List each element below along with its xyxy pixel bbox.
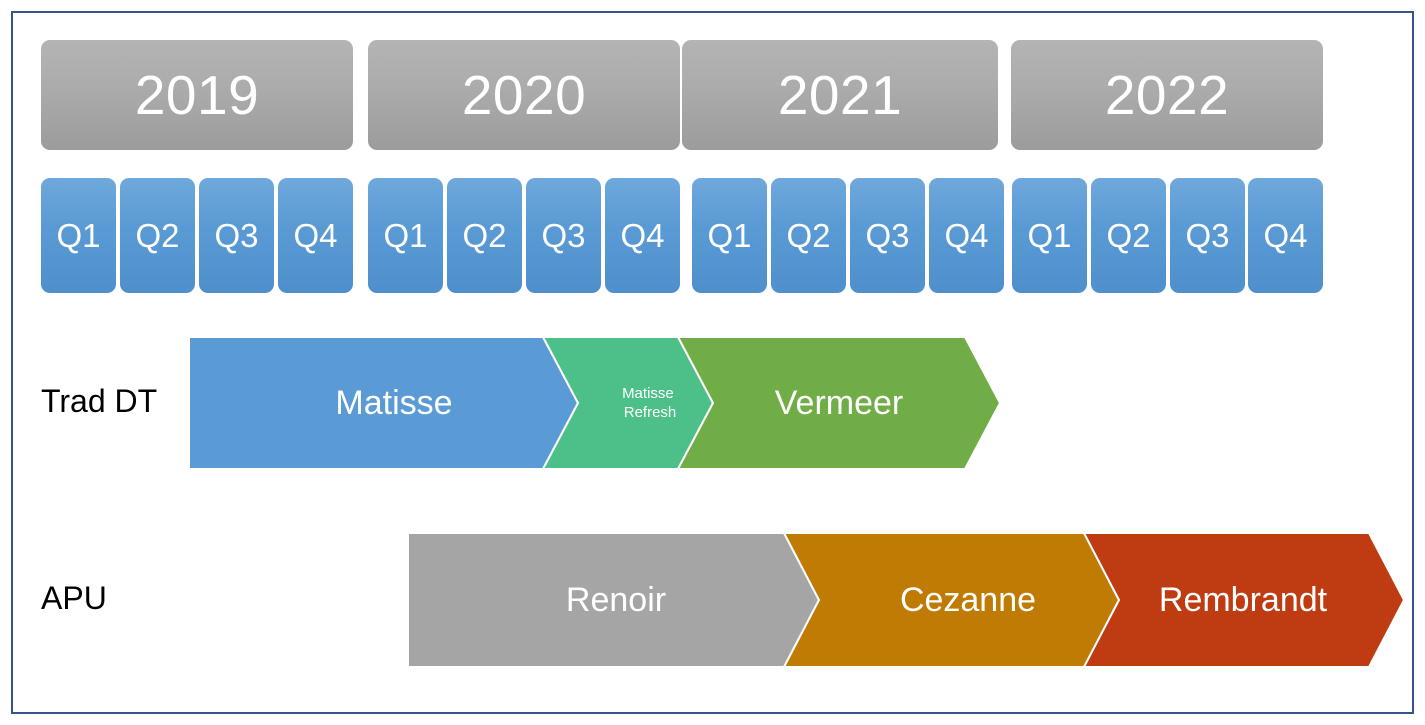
lane-label-trad-dt: Trad DT — [41, 383, 158, 419]
quarter-label: Q1 — [56, 217, 101, 254]
chevron-label-vermeer: Vermeer — [775, 384, 904, 422]
quarter-label: Q3 — [865, 217, 910, 254]
year-label: 2022 — [1104, 63, 1230, 126]
chevron-label-line-2: Refresh — [624, 404, 677, 421]
quarter-box-2021-q4[interactable]: Q4 — [929, 178, 1004, 293]
year-label: 2021 — [777, 63, 903, 126]
chevron-cezanne[interactable] — [782, 533, 1121, 667]
chevron-label-matisse-refresh: Matisse Refresh — [622, 385, 678, 421]
lane-apu: Renoir Cezanne Rembrandt — [408, 533, 1405, 667]
quarter-box-2021-q1[interactable]: Q1 — [692, 178, 767, 293]
chevron-matisse-refresh[interactable] — [541, 337, 715, 469]
quarter-box-2021-q2[interactable]: Q2 — [771, 178, 846, 293]
quarter-label: Q4 — [620, 217, 665, 254]
quarter-box-2022-q3[interactable]: Q3 — [1170, 178, 1245, 293]
quarter-box-2019-q2[interactable]: Q2 — [120, 178, 195, 293]
year-header-row: 2019 2020 2021 2022 — [41, 40, 1323, 150]
quarter-box-2022-q4[interactable]: Q4 — [1248, 178, 1323, 293]
quarter-label: Q4 — [293, 217, 338, 254]
quarter-box-2022-q1[interactable]: Q1 — [1012, 178, 1087, 293]
quarter-label: Q1 — [383, 217, 428, 254]
chevron-vermeer[interactable] — [676, 337, 1001, 469]
quarter-label: Q2 — [135, 217, 180, 254]
year-box-2022[interactable]: 2022 — [1011, 40, 1323, 150]
chevron-label-matisse: Matisse — [335, 384, 452, 422]
quarter-label: Q2 — [1106, 217, 1151, 254]
quarter-label: Q3 — [1185, 217, 1230, 254]
quarter-label: Q3 — [541, 217, 586, 254]
quarter-header-row: Q1 Q2 Q3 Q4 Q1 Q2 Q3 Q4 Q1 Q2 Q3 — [41, 178, 1323, 293]
chevron-rembrandt[interactable] — [1082, 533, 1405, 667]
lane-label-apu: APU — [41, 580, 107, 616]
quarter-box-2020-q3[interactable]: Q3 — [526, 178, 601, 293]
quarter-box-2022-q2[interactable]: Q2 — [1091, 178, 1166, 293]
chevron-label-rembrandt: Rembrandt — [1159, 581, 1328, 619]
quarter-label: Q1 — [1027, 217, 1072, 254]
quarter-box-2019-q3[interactable]: Q3 — [199, 178, 274, 293]
quarter-box-2020-q2[interactable]: Q2 — [447, 178, 522, 293]
year-box-2021[interactable]: 2021 — [682, 40, 998, 150]
chevron-label-cezanne: Cezanne — [900, 581, 1036, 619]
year-box-2020[interactable]: 2020 — [368, 40, 680, 150]
quarter-box-2021-q3[interactable]: Q3 — [850, 178, 925, 293]
quarter-box-2019-q4[interactable]: Q4 — [278, 178, 353, 293]
year-label: 2019 — [134, 63, 260, 126]
lane-trad-dt: Matisse Matisse Refresh Vermeer — [189, 337, 1001, 469]
year-box-2019[interactable]: 2019 — [41, 40, 353, 150]
quarter-label: Q4 — [1263, 217, 1308, 254]
chevron-label-line-1: Matisse — [622, 385, 674, 402]
quarter-label: Q4 — [944, 217, 989, 254]
quarter-box-2019-q1[interactable]: Q1 — [41, 178, 116, 293]
quarter-box-2020-q1[interactable]: Q1 — [368, 178, 443, 293]
quarter-label: Q2 — [786, 217, 831, 254]
quarter-label: Q3 — [214, 217, 259, 254]
quarter-label: Q2 — [462, 217, 507, 254]
year-label: 2020 — [461, 63, 587, 126]
chevron-label-renoir: Renoir — [566, 581, 666, 619]
quarter-box-2020-q4[interactable]: Q4 — [605, 178, 680, 293]
quarter-label: Q1 — [707, 217, 752, 254]
